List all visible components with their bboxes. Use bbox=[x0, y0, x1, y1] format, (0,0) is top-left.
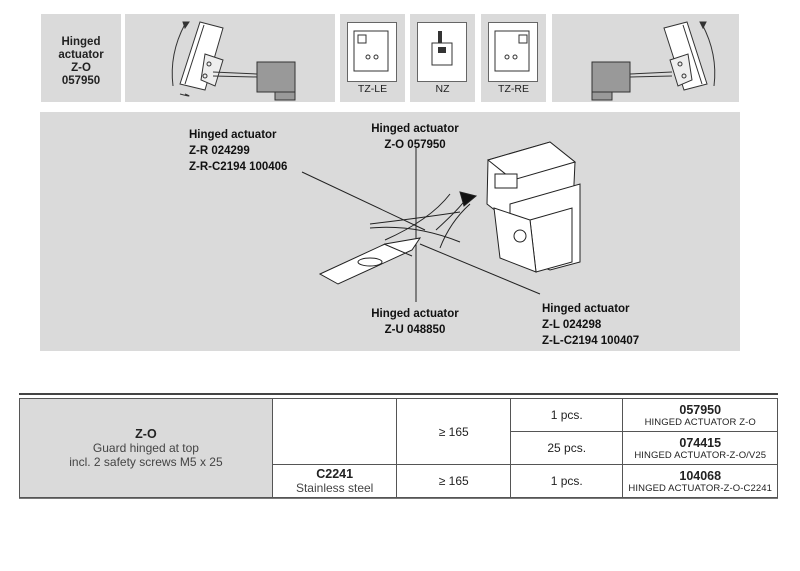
size-cell: ≥ 165 bbox=[396, 464, 511, 498]
table-top-rule bbox=[19, 393, 778, 395]
article-cell: 057950 HINGED ACTUATOR Z-O bbox=[622, 398, 778, 432]
article-cell: 074415 HINGED ACTUATOR-Z-O/V25 bbox=[622, 431, 778, 465]
size-cell: ≥ 165 bbox=[396, 398, 511, 465]
label-line-4: 057950 bbox=[61, 75, 101, 87]
article-cell: 104068 HINGED ACTUATOR-Z-O-C2241 bbox=[622, 464, 778, 498]
label-z-l-line-3: Z-L-C2194 100407 bbox=[542, 335, 640, 347]
material-code: C2241 bbox=[316, 467, 354, 481]
table-bottom-rule bbox=[19, 498, 778, 499]
label-z-l: Hinged actuator Z-L 024298 Z-L-C2194 100… bbox=[542, 301, 639, 349]
tz-le-caption: TZ-LE bbox=[357, 83, 388, 95]
label-z-r-line-2: Z-R 024299 bbox=[189, 145, 250, 157]
table-row: 25 pcs. 074415 HINGED ACTUATOR-Z-O/V25 bbox=[20, 431, 778, 465]
main-diagram: Hinged actuator Z-R 024299 Z-R-C2194 100… bbox=[40, 112, 740, 351]
label-z-o-line-1: Hinged actuator bbox=[371, 123, 459, 135]
qty-cell: 25 pcs. bbox=[509, 431, 624, 465]
article-description: HINGED ACTUATOR-Z-O/V25 bbox=[634, 449, 767, 461]
table-row: Z-O Guard hinged at top incl. 2 safety s… bbox=[19, 398, 778, 498]
label-z-l-line-1: Hinged actuator bbox=[542, 303, 630, 315]
label-z-r-line-3: Z-R-C2194 100406 bbox=[189, 161, 288, 173]
product-desc-line-2: incl. 2 safety screws M5 x 25 bbox=[69, 455, 223, 469]
tz-le-view: TZ-LE bbox=[340, 14, 405, 102]
material-cell: C2241 Stainless steel bbox=[271, 464, 398, 498]
product-label: Hinged actuator Z-O 057950 bbox=[41, 36, 121, 88]
tz-re-caption: TZ-RE bbox=[498, 83, 529, 95]
label-z-u: Hinged actuator Z-U 048850 bbox=[370, 306, 460, 338]
label-z-o: Hinged actuator Z-O 057950 bbox=[370, 121, 460, 153]
label-line-3: Z-O bbox=[71, 62, 91, 74]
label-z-o-line-2: Z-O 057950 bbox=[384, 139, 446, 151]
nz-drawing bbox=[417, 22, 467, 82]
article-description: HINGED ACTUATOR Z-O bbox=[644, 416, 756, 428]
article-number: 057950 bbox=[679, 402, 722, 417]
label-z-u-line-2: Z-U 048850 bbox=[384, 324, 446, 336]
label-line-1: Hinged bbox=[61, 36, 101, 48]
label-z-u-line-1: Hinged actuator bbox=[371, 308, 459, 320]
mounting-view-left bbox=[125, 14, 335, 102]
qty-cell: 1 pcs. bbox=[509, 398, 624, 432]
nz-view: NZ bbox=[410, 14, 475, 102]
ordering-table: Z-O Guard hinged at top incl. 2 safety s… bbox=[19, 398, 778, 498]
product-name-cell: Z-O Guard hinged at top incl. 2 safety s… bbox=[19, 398, 273, 498]
nz-caption: NZ bbox=[435, 83, 450, 95]
article-description: HINGED ACTUATOR-Z-O-C2241 bbox=[628, 482, 773, 494]
product-desc-line-1: Guard hinged at top bbox=[92, 441, 199, 455]
tz-le-drawing bbox=[347, 22, 397, 82]
label-z-l-line-2: Z-L 024298 bbox=[542, 319, 602, 331]
material-cell-empty bbox=[271, 398, 398, 465]
product-name: Z-O bbox=[135, 427, 157, 441]
qty-cell: 1 pcs. bbox=[509, 464, 624, 498]
actuator-side-drawing bbox=[171, 21, 296, 101]
label-line-2: actuator bbox=[58, 49, 104, 61]
label-z-r: Hinged actuator Z-R 024299 Z-R-C2194 100… bbox=[189, 127, 287, 175]
article-number: 074415 bbox=[679, 435, 722, 450]
tz-re-view: TZ-RE bbox=[481, 14, 546, 102]
label-z-r-line-1: Hinged actuator bbox=[189, 129, 277, 141]
product-label-panel: Hinged actuator Z-O 057950 bbox=[41, 14, 121, 102]
article-number: 104068 bbox=[679, 468, 722, 483]
mounting-view-right bbox=[552, 14, 739, 102]
actuator-side-drawing-mirrored bbox=[591, 21, 716, 101]
tz-re-drawing bbox=[488, 22, 538, 82]
actuator-orientation-drawing bbox=[301, 141, 581, 302]
table-row: C2241 Stainless steel ≥ 165 1 pcs. 10406… bbox=[20, 464, 778, 498]
material-description: Stainless steel bbox=[295, 481, 374, 495]
